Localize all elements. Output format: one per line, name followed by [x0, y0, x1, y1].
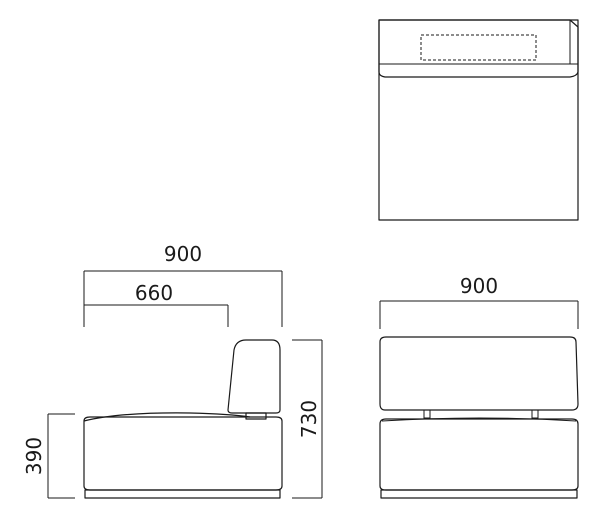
side-view-back-support [245, 412, 267, 420]
dim-label-side-seat-height: 390 [22, 437, 46, 475]
top-view-hidden-pad [420, 34, 537, 61]
front-view-plinth [380, 489, 578, 499]
dim-label-side-total-height: 730 [297, 400, 321, 438]
front-view-back-cushion [379, 336, 579, 411]
dimension-labels: 900 660 900 730 390 [22, 242, 498, 475]
dim-label-side-total-width: 900 [164, 242, 202, 266]
top-view [378, 19, 579, 221]
top-view-back-cushion [378, 19, 579, 78]
side-view-seat [83, 416, 283, 491]
dim-label-side-seat-depth: 660 [135, 281, 173, 305]
dimension-lines [47, 270, 579, 499]
top-view-outline [378, 19, 579, 221]
dim-label-front-width: 900 [460, 274, 498, 298]
side-view-backrest [227, 339, 281, 414]
front-view-support-right [531, 409, 539, 419]
side-view-cushion [83, 412, 251, 422]
side-view [83, 339, 283, 499]
front-view [379, 336, 579, 499]
front-view-support-left [423, 409, 431, 419]
front-view-seat [379, 418, 579, 491]
side-view-plinth [84, 489, 281, 499]
front-view-cushion-line [381, 417, 577, 422]
